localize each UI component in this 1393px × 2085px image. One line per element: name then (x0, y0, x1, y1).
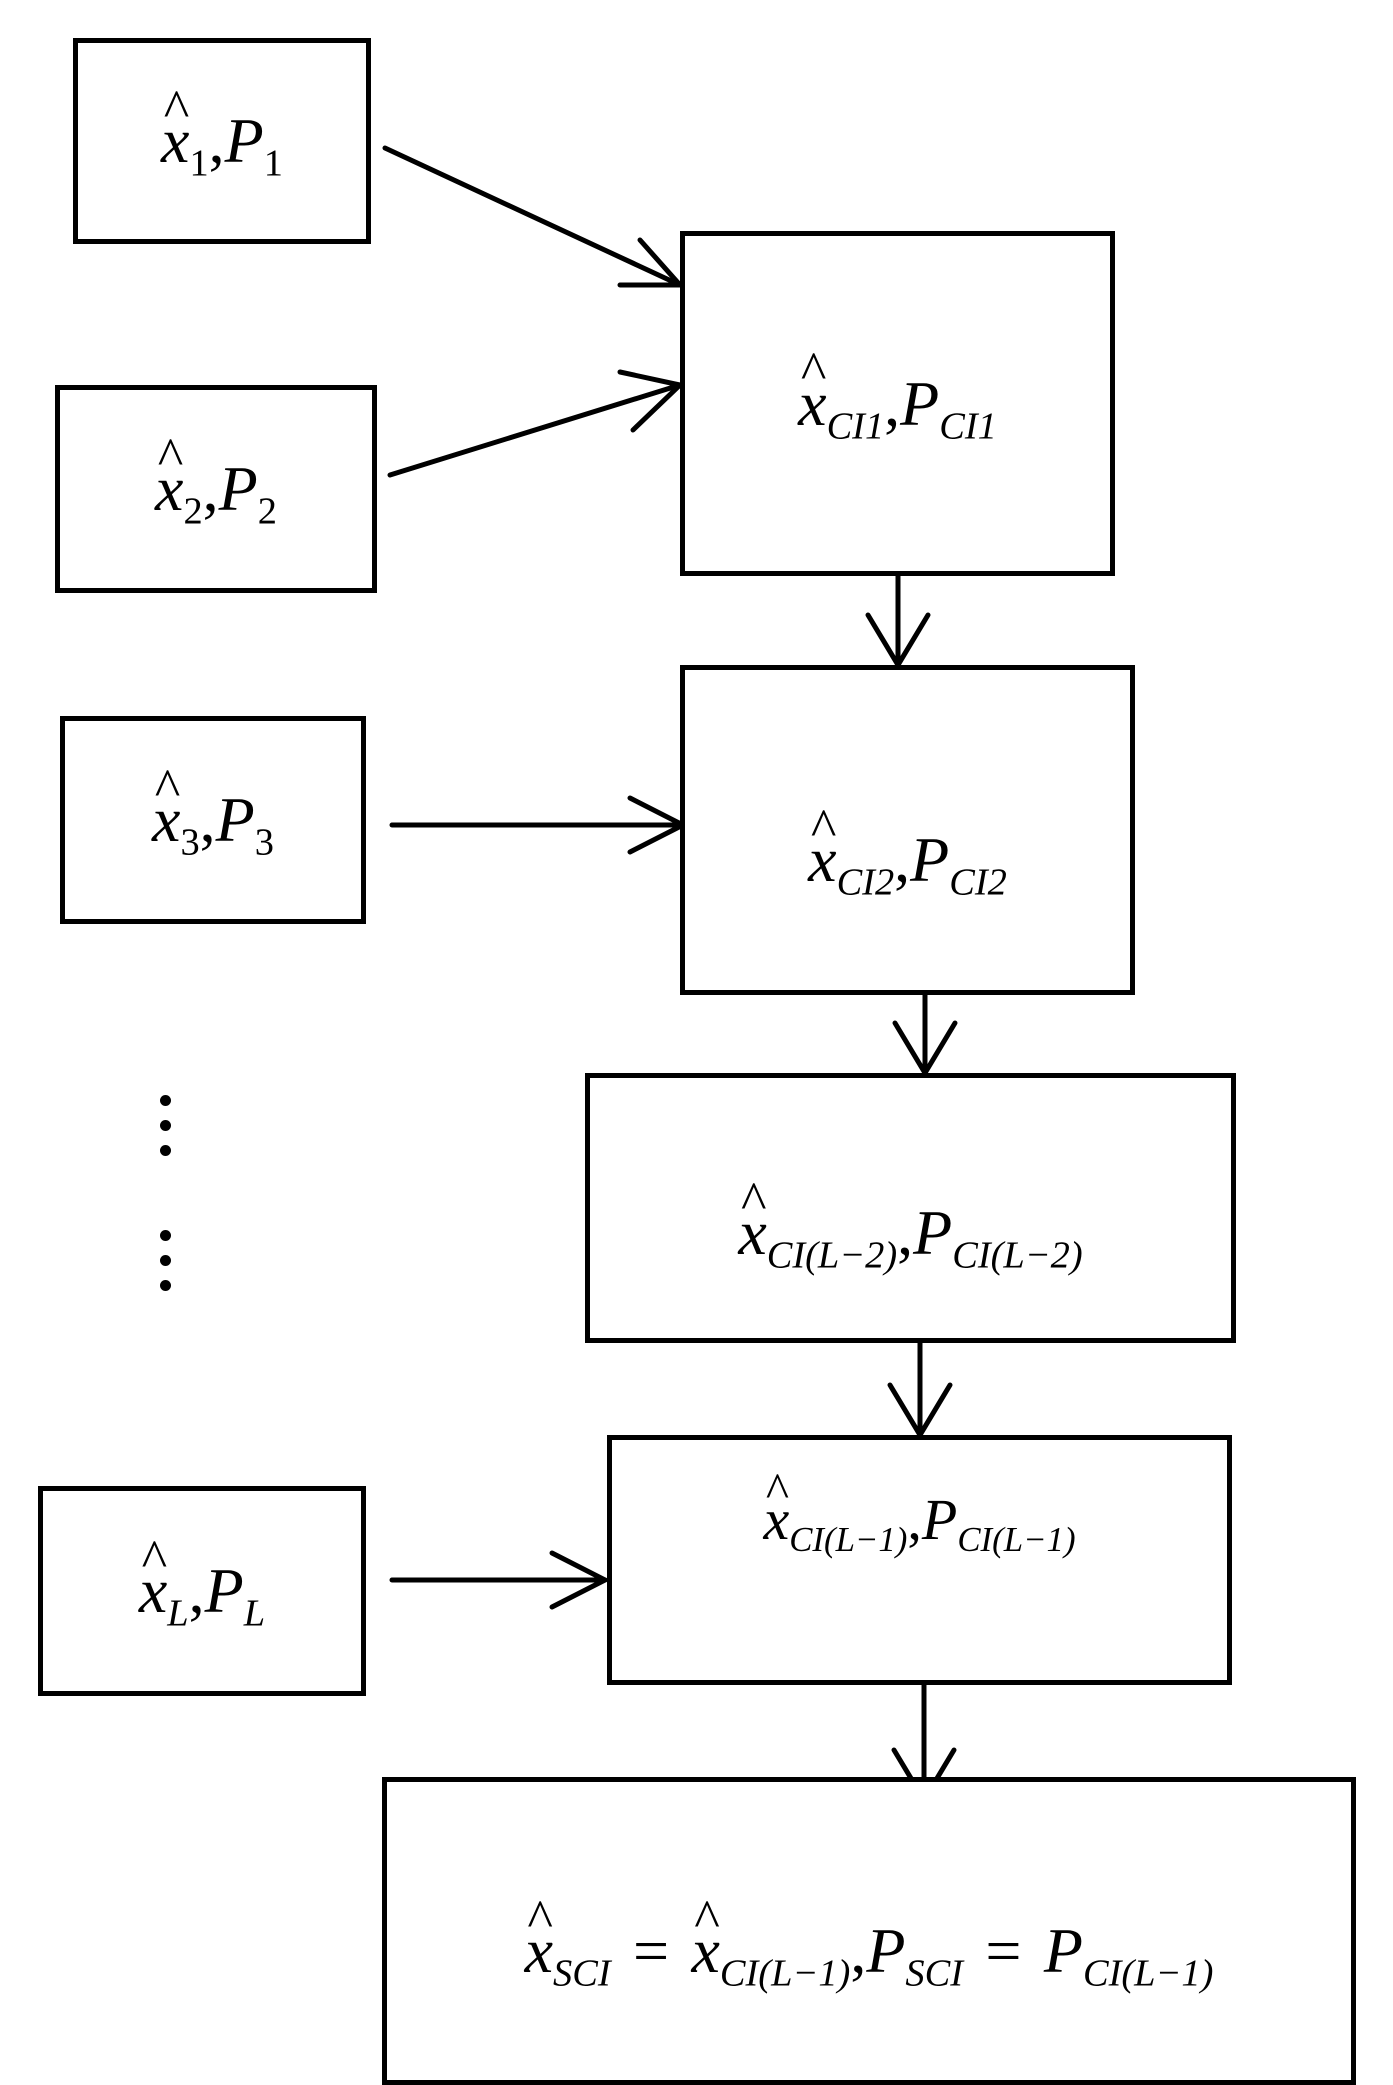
result-label: xSCI=xCI(L−1),PSCI=PCI(L−1) (525, 1919, 1214, 1993)
dot (160, 1145, 171, 1156)
input-box-l: xL,PL (38, 1486, 366, 1696)
ellipsis-dots (160, 1095, 172, 1305)
fusion-box-ci2: xCI2,PCI2 (680, 665, 1135, 995)
fusion-box-ci1: xCI1,PCI1 (680, 231, 1115, 576)
input-l-label: xL,PL (139, 1559, 265, 1633)
dot (160, 1230, 171, 1241)
ci1-label: xCI1,PCI1 (798, 371, 997, 445)
arrow-input1-to-ci1 (382, 145, 683, 288)
cil2-label: xCI(L−2),PCI(L−2) (738, 1201, 1082, 1275)
arrow-input2-to-ci1 (387, 382, 683, 478)
input-box-1: x1,P1 (73, 38, 371, 244)
result-box: xSCI=xCI(L−1),PSCI=PCI(L−1) (382, 1777, 1356, 2085)
dot (160, 1120, 171, 1131)
input-box-3: x3,P3 (60, 716, 366, 924)
input-3-label: x3,P3 (152, 788, 274, 862)
fusion-box-cil1: xCI(L−1),PCI(L−1) (607, 1435, 1232, 1685)
input-2-label: x2,P2 (155, 457, 277, 531)
arrowhead-inputl (549, 1550, 611, 1610)
input-box-2: x2,P2 (55, 385, 377, 593)
dot (160, 1095, 171, 1106)
fusion-box-cil2: xCI(L−2),PCI(L−2) (585, 1073, 1236, 1343)
input-1-label: x1,P1 (161, 109, 283, 183)
dot (160, 1255, 171, 1266)
dot (160, 1280, 171, 1291)
ci2-label: xCI2,PCI2 (808, 828, 1007, 902)
cil1-label: xCI(L−1),PCI(L−1) (763, 1491, 1075, 1558)
